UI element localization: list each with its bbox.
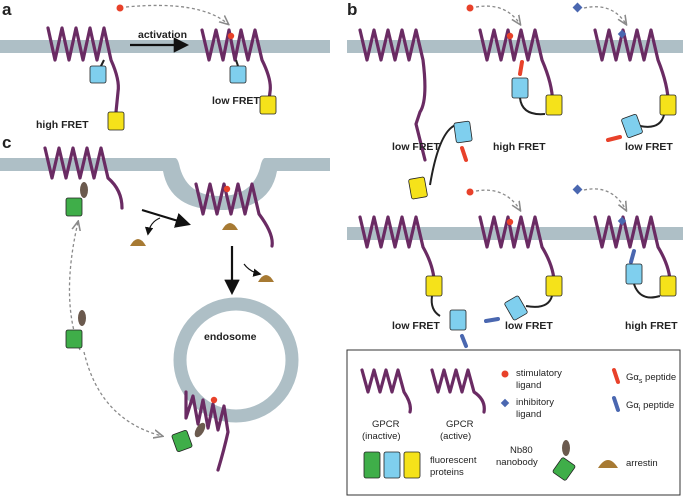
legend-gas-sub: s bbox=[639, 378, 643, 385]
receptor-b-top-3 bbox=[593, 28, 677, 142]
legend-stim-icon bbox=[501, 370, 509, 378]
legend-gai-icon bbox=[612, 396, 620, 412]
legend: GPCR (inactive) GPCR (active) stimulator… bbox=[346, 349, 681, 496]
panel-b-label: b bbox=[347, 0, 357, 19]
receptor-b-bottom-1 bbox=[358, 215, 468, 348]
receptor-b-top-1 bbox=[358, 28, 473, 200]
panel-b: b bbox=[347, 0, 683, 348]
legend-fp-1: fluorescent bbox=[430, 455, 477, 466]
legend-gas: Gαs peptide bbox=[626, 372, 676, 385]
endosome bbox=[173, 297, 299, 423]
legend-nb-2: nanobody bbox=[496, 457, 538, 468]
legend-box bbox=[346, 349, 681, 496]
legend-gpcr-active-1: GPCR bbox=[446, 419, 474, 430]
receptor-b-top-2 bbox=[478, 28, 563, 116]
receptor-inactive-a bbox=[46, 26, 125, 131]
arrestin bbox=[130, 239, 146, 246]
b-top-label-3: low FRET bbox=[625, 141, 673, 153]
legend-nb-icon bbox=[562, 440, 570, 456]
internalization-arrow bbox=[141, 208, 191, 228]
receptor-b-bottom-2 bbox=[478, 215, 563, 323]
yellow-fp bbox=[107, 111, 125, 131]
panel-c: c endosome bbox=[0, 133, 330, 472]
legend-arrestin: arrestin bbox=[626, 458, 658, 469]
legend-gas-suffix: peptide bbox=[642, 372, 676, 383]
legend-stim-2: ligand bbox=[516, 380, 541, 391]
legend-gai-sub: i bbox=[639, 406, 641, 413]
receptor-active-a bbox=[200, 28, 277, 115]
receptor-b-bottom-3 bbox=[593, 215, 677, 299]
stimulatory-ligand bbox=[466, 4, 474, 12]
b-top-label-2: high FRET bbox=[493, 141, 546, 153]
activation-label: activation bbox=[138, 29, 187, 41]
b-top-label-1: low FRET bbox=[392, 141, 440, 153]
legend-gpcr-inactive-1: GPCR bbox=[372, 419, 400, 430]
bound-ligand bbox=[227, 32, 235, 40]
yellow-fp bbox=[259, 95, 277, 115]
receptor-c-endosome bbox=[171, 390, 230, 472]
legend-gas-icon bbox=[612, 368, 620, 384]
receptor-c-left bbox=[43, 146, 124, 217]
b-bottom-label-1: low FRET bbox=[392, 320, 440, 332]
stimulatory-ligand bbox=[116, 4, 124, 12]
receptor-c-pit bbox=[194, 182, 274, 248]
inhibitory-ligand bbox=[572, 2, 583, 13]
legend-gas-label: Gα bbox=[626, 372, 639, 383]
panel-a: a high FRET activation low FRET bbox=[0, 0, 330, 131]
legend-gai-suffix: peptide bbox=[640, 400, 674, 411]
legend-nb-1: Nb80 bbox=[510, 445, 533, 456]
membrane-a bbox=[0, 40, 330, 53]
legend-gpcr-active-2: (active) bbox=[440, 431, 471, 442]
b-bottom-label-3: high FRET bbox=[625, 320, 678, 332]
cyan-fp bbox=[229, 65, 247, 84]
state-label-left: high FRET bbox=[36, 119, 89, 131]
legend-inhib-icon bbox=[500, 398, 510, 408]
legend-gpcr-inactive-2: (inactive) bbox=[362, 431, 401, 442]
b-bottom-label-2: low FRET bbox=[505, 320, 553, 332]
legend-gai: Gαi peptide bbox=[626, 400, 674, 413]
panel-a-label: a bbox=[2, 0, 12, 19]
stimulatory-ligand bbox=[466, 188, 474, 196]
endosome-label: endosome bbox=[204, 331, 257, 343]
legend-gpcr-inactive-icon bbox=[360, 368, 412, 414]
legend-gpcr-active-icon bbox=[430, 368, 486, 414]
legend-stim-1: stimulatory bbox=[516, 368, 562, 379]
panel-c-label: c bbox=[2, 133, 11, 152]
legend-fp-2: proteins bbox=[430, 467, 464, 478]
legend-inhib-1: inhibitory bbox=[516, 397, 554, 408]
cyan-fp bbox=[89, 65, 107, 84]
free-nanobody bbox=[78, 310, 86, 326]
inhibitory-ligand bbox=[572, 184, 583, 195]
legend-fp-icons bbox=[363, 451, 421, 479]
legend-arrestin-icon bbox=[598, 460, 618, 468]
state-label-right: low FRET bbox=[212, 95, 260, 107]
legend-inhib-2: ligand bbox=[516, 409, 541, 420]
legend-gai-label: Gα bbox=[626, 400, 639, 411]
